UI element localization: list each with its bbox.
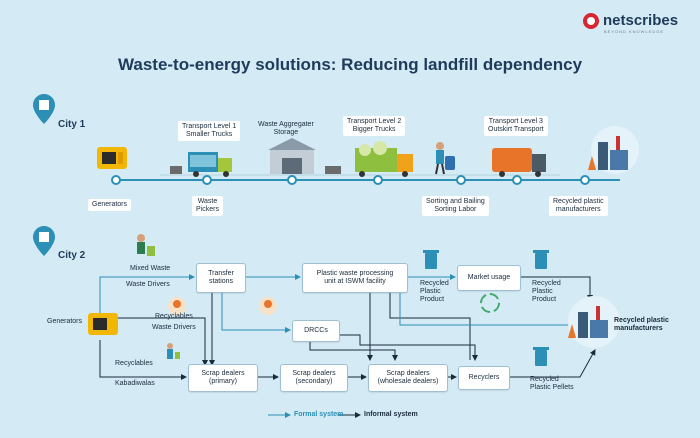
logo-text: netscribes [603,12,679,29]
recycle-symbol-icon [480,293,500,313]
kabadiwala-illustration [167,343,180,359]
city1-dot-aggregator [287,175,297,185]
legend-formal-label: Formal system [294,411,344,418]
logo-tagline: BEYOND KNOWLEDGE [604,29,665,34]
node-drccs: DRCCs [292,320,340,342]
product-recycled-plastic-1: Recycled Plastic Product [420,280,449,304]
node-recycled-manufacturers: Recycled plastic manufacturers [614,317,669,333]
recycle-bin-icon-2 [533,250,549,269]
generator-illustration [97,147,127,169]
city1-dot-generators [111,175,121,185]
logo: netscribes BEYOND KNOWLEDGE [583,10,693,38]
product-recycled-pellets: Recycled Plastic Pellets [530,376,574,392]
city1-stage-sorting: Sorting and Bailing Sorting Labor [422,196,489,217]
generator-illustration-city2 [88,313,118,335]
node-market-usage: Market usage [457,265,521,291]
small-truck-illustration [170,152,232,177]
outskirt-truck-illustration [492,148,546,177]
worker-avatar-1 [168,297,186,315]
worker-avatar-2 [259,297,277,315]
logo-mark-icon [583,13,599,29]
node-generators: Generators [47,318,83,325]
edge-label-recyclables-2: Recyclables [115,360,153,367]
product-recycled-plastic-2: Recycled Plastic Product [532,280,561,304]
city1-stage-generators: Generators [88,199,132,212]
node-scrap-primary: Scrap dealers (primary) [188,364,258,392]
warehouse-illustration [268,138,316,174]
city1-dot-sorting [456,175,466,185]
legend-informal-label: Informal system [364,411,418,418]
node-transfer-stations: Transfer stations [196,263,246,293]
edge-label-kabadiwalas: Kabadiwalas [115,380,155,387]
city1-dot-manufacturers [580,175,590,185]
edge-label-waste-drivers-1: Waste Drivers [126,281,170,288]
city1-dot-transport2 [373,175,383,185]
node-scrap-secondary: Scrap dealers (secondary) [280,364,348,392]
recycle-bin-icon-3 [533,347,549,366]
city1-stage-pickers: Waste Pickers [192,196,223,217]
city1-location-pin-icon [33,94,55,124]
city1-stage-transport-l3: Transport Level 3 Outskirt Transport [484,116,548,137]
node-scrap-wholesale: Scrap dealers (wholesale dealers) [368,364,448,392]
worker-illustration [435,142,455,175]
recycle-bin-icon-1 [423,250,439,269]
edge-label-waste-drivers-2: Waste Drivers [152,324,196,331]
city1-stage-manufacturers: Recycled plastic manufacturers [549,196,608,217]
edge-label-mixed-waste: Mixed Waste [130,265,171,272]
city1-dot-pickers [202,175,212,185]
city1-stage-transport-l1: Transport Level 1 Smaller Trucks [178,121,241,142]
edge-label-recyclables-1: Recyclables [155,313,193,320]
factory-illustration-city2 [568,296,620,348]
city2-label: City 2 [58,250,86,261]
city1-label: City 1 [58,119,86,130]
node-processing-unit: Plastic waste processing unit at ISWM fa… [302,263,408,293]
city1-dot-transport3 [512,175,522,185]
big-truck-illustration [325,141,413,177]
city1-stage-aggregator: Waste Aggregater Storage [258,121,314,137]
page-title: Waste-to-energy solutions: Reducing land… [117,55,583,74]
city1-stage-transport-l2: Transport Level 2 Bigger Trucks [343,116,406,137]
city2-location-pin-icon [33,226,55,256]
factory-illustration-city1 [588,126,639,174]
node-recyclers: Recyclers [458,366,510,390]
waste-driver-illustration-1 [137,234,155,256]
city2-connectors [99,274,596,380]
